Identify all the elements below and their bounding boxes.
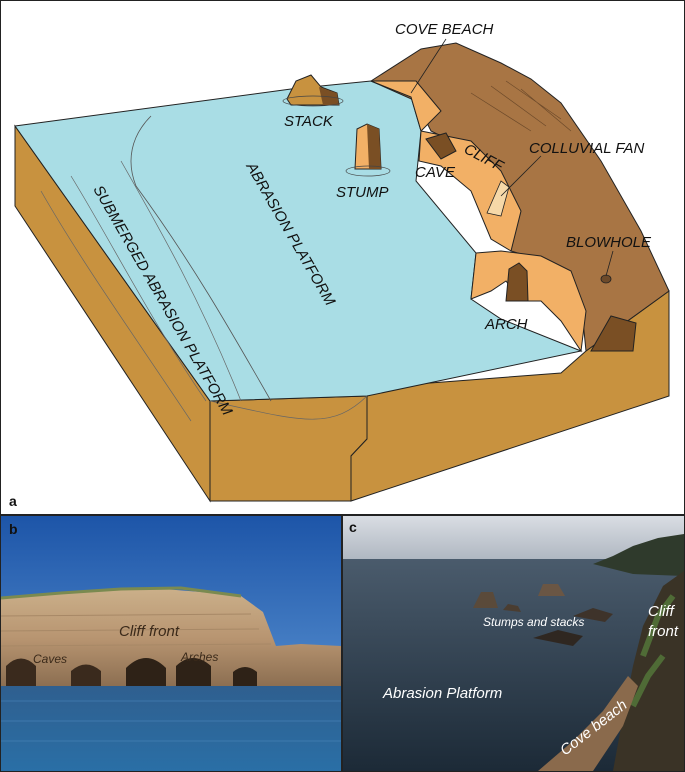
panel-a-block-diagram: COVE BEACH STACK CLIFF COLLUVIAL FAN CAV…	[0, 0, 685, 515]
cave-icon	[6, 659, 36, 689]
label-cliff-front-line1: Cliff	[648, 603, 676, 620]
label-colluvial-fan: COLLUVIAL FAN	[529, 140, 644, 157]
sea	[1, 686, 341, 771]
panel-label-c: c	[349, 519, 357, 535]
panel-b-cliff-photo: b Cliff front Caves Arches	[0, 515, 342, 772]
label-abrasion-platform: Abrasion Platform	[382, 685, 502, 702]
cave-icon	[71, 665, 101, 689]
label-arches: Arches	[180, 650, 218, 664]
label-stump: STUMP	[336, 184, 389, 201]
panel-label-a: a	[9, 493, 17, 509]
stump-shade	[367, 124, 381, 169]
block-front-side	[210, 396, 367, 501]
coastal-block-diagram: COVE BEACH STACK CLIFF COLLUVIAL FAN CAV…	[1, 1, 684, 514]
arch-opening	[506, 263, 528, 301]
coastline-photo-illustration: c Stumps and stacks Cliff front Abrasion…	[343, 516, 684, 771]
label-stumps-and-stacks: Stumps and stacks	[483, 615, 584, 629]
label-arch: ARCH	[484, 316, 528, 333]
label-caves: Caves	[33, 652, 67, 666]
label-cave: CAVE	[415, 164, 456, 181]
arch-icon	[233, 667, 257, 688]
label-cove-beach: COVE BEACH	[395, 21, 494, 38]
label-cliff-front-line2: front	[648, 623, 679, 640]
cliff-photo-illustration: b Cliff front Caves Arches	[1, 516, 341, 771]
panel-label-b: b	[9, 521, 18, 537]
label-stack: STACK	[284, 113, 334, 130]
panel-c-coastline-photo: c Stumps and stacks Cliff front Abrasion…	[342, 515, 685, 772]
label-cliff-front: Cliff front	[119, 623, 180, 640]
label-blowhole: BLOWHOLE	[566, 234, 652, 251]
blowhole	[601, 275, 611, 283]
